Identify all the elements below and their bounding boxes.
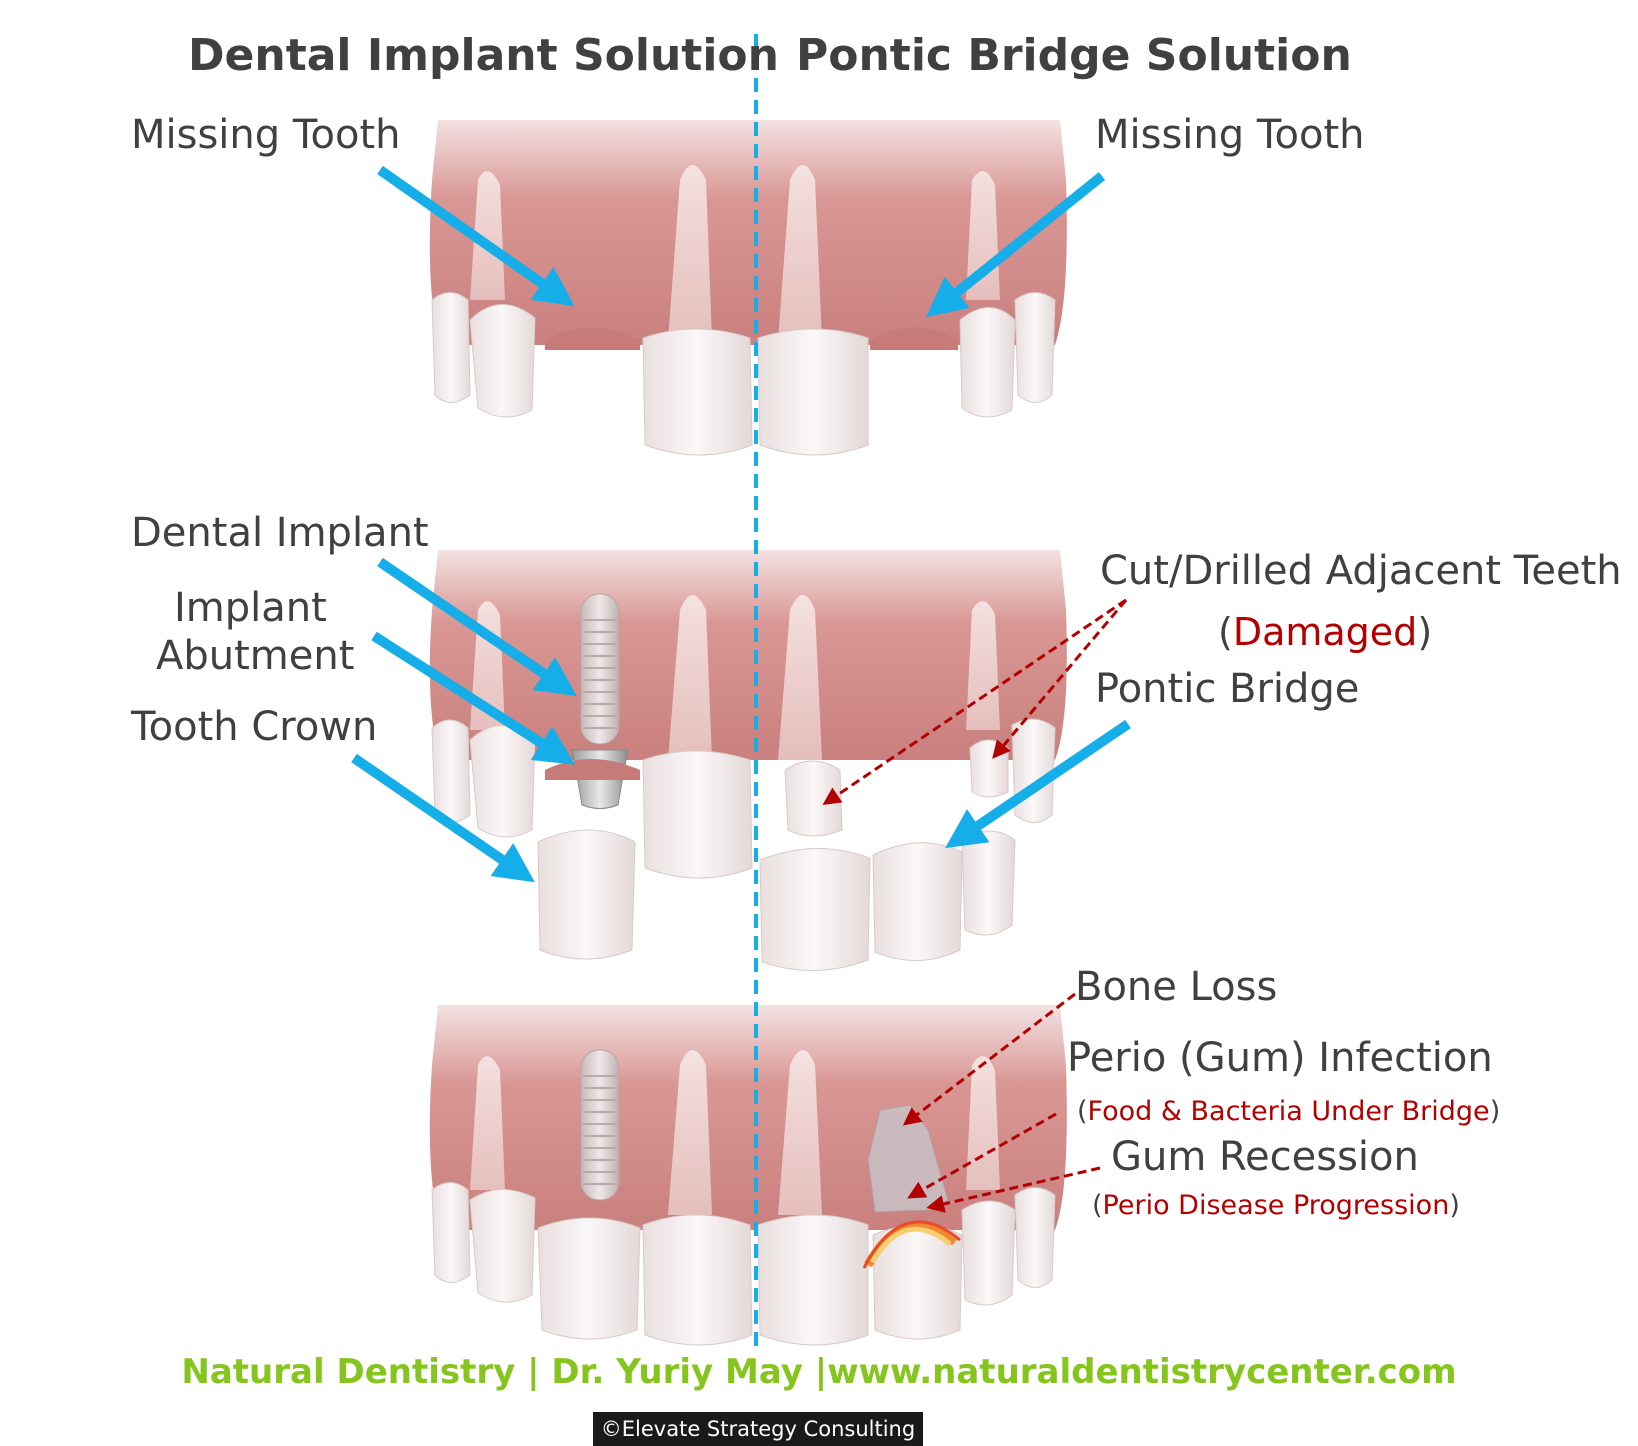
- arrow-bone-loss: [902, 992, 1076, 1126]
- arrow-implant-abutment: [371, 631, 576, 765]
- row-procedure: [429, 550, 1067, 972]
- arrow-cut-teeth-right: [992, 599, 1128, 759]
- label-dental-implant: Dental Implant: [131, 510, 429, 556]
- red-dashed-arrows: [822, 598, 1128, 1213]
- tooth: [469, 1189, 536, 1303]
- label-missing-tooth-left: Missing Tooth: [131, 112, 401, 158]
- arrow-missing-tooth-right: [925, 172, 1106, 318]
- tooth: [469, 725, 536, 838]
- label-missing-tooth-right: Missing Tooth: [1095, 112, 1365, 158]
- tooth: [642, 750, 753, 879]
- tooth: [757, 328, 869, 456]
- tooth: [642, 328, 753, 456]
- arrow-missing-tooth-left: [377, 165, 575, 307]
- paren-open: (: [1218, 610, 1233, 654]
- label-tooth-crown: Tooth Crown: [131, 704, 378, 750]
- label-bone-loss: Bone Loss: [1075, 964, 1278, 1010]
- label-damaged: (Damaged): [1218, 610, 1432, 654]
- paren-close: ): [1449, 1190, 1460, 1221]
- arrow-dental-implant: [377, 557, 577, 697]
- label-cut-drilled-adjacent-teeth: Cut/Drilled Adjacent Teeth: [1100, 548, 1622, 594]
- arrow-tooth-crown: [351, 753, 535, 883]
- tooth: [1014, 292, 1056, 403]
- label-gum-recession: Gum Recession: [1111, 1134, 1419, 1180]
- prepared-tooth: [784, 760, 843, 837]
- label-perio-disease-progression: (Perio Disease Progression): [1092, 1190, 1460, 1221]
- pontic-bridge: [759, 830, 1016, 972]
- paren-open: (: [1092, 1190, 1103, 1221]
- tooth-crown: [537, 829, 636, 960]
- header-dental-implant-solution: Dental Implant Solution: [188, 30, 779, 81]
- label-pontic-bridge: Pontic Bridge: [1095, 666, 1360, 712]
- paren-close: ): [1489, 1096, 1501, 1127]
- tooth: [431, 719, 471, 823]
- paren-open: (: [1077, 1096, 1088, 1127]
- copyright-badge: ©Elevate Strategy Consulting: [593, 1412, 923, 1446]
- tooth: [431, 292, 471, 403]
- dental-implant-integrated: [580, 1049, 620, 1201]
- row-missing-tooth: [429, 120, 1067, 456]
- tooth: [642, 1214, 753, 1346]
- tooth: [1011, 718, 1056, 823]
- header-pontic-bridge-solution: Pontic Bridge Solution: [796, 30, 1352, 81]
- tooth: [757, 1214, 869, 1346]
- row-outcome: [429, 1005, 1067, 1346]
- label-perio-gum-infection: Perio (Gum) Infection: [1067, 1035, 1493, 1081]
- label-implant: Implant: [174, 585, 327, 631]
- damaged-text: Damaged: [1232, 610, 1418, 654]
- label-food-bacteria: (Food & Bacteria Under Bridge): [1077, 1096, 1500, 1127]
- footer-credit: Natural Dentistry | Dr. Yuriy May |www.n…: [181, 1352, 1457, 1392]
- blue-arrows: [351, 165, 1131, 883]
- arrow-cut-teeth-left: [822, 598, 1127, 806]
- tooth: [431, 1182, 471, 1283]
- tooth: [469, 304, 536, 418]
- label-abutment: Abutment: [156, 633, 355, 679]
- tooth: [961, 1200, 1016, 1306]
- tooth: [1014, 1187, 1056, 1288]
- food-bacteria-text: Food & Bacteria Under Bridge: [1087, 1096, 1490, 1127]
- gum-tissue: [429, 120, 1067, 345]
- prepared-tooth: [969, 739, 1009, 798]
- perio-progression-text: Perio Disease Progression: [1102, 1190, 1450, 1221]
- paren-close: ): [1417, 610, 1433, 654]
- arrow-pontic-bridge: [945, 719, 1131, 849]
- arrow-gum-recession: [926, 1166, 1101, 1213]
- tooth: [537, 1217, 641, 1340]
- tooth: [959, 307, 1016, 418]
- dental-implant-screw: [580, 593, 620, 745]
